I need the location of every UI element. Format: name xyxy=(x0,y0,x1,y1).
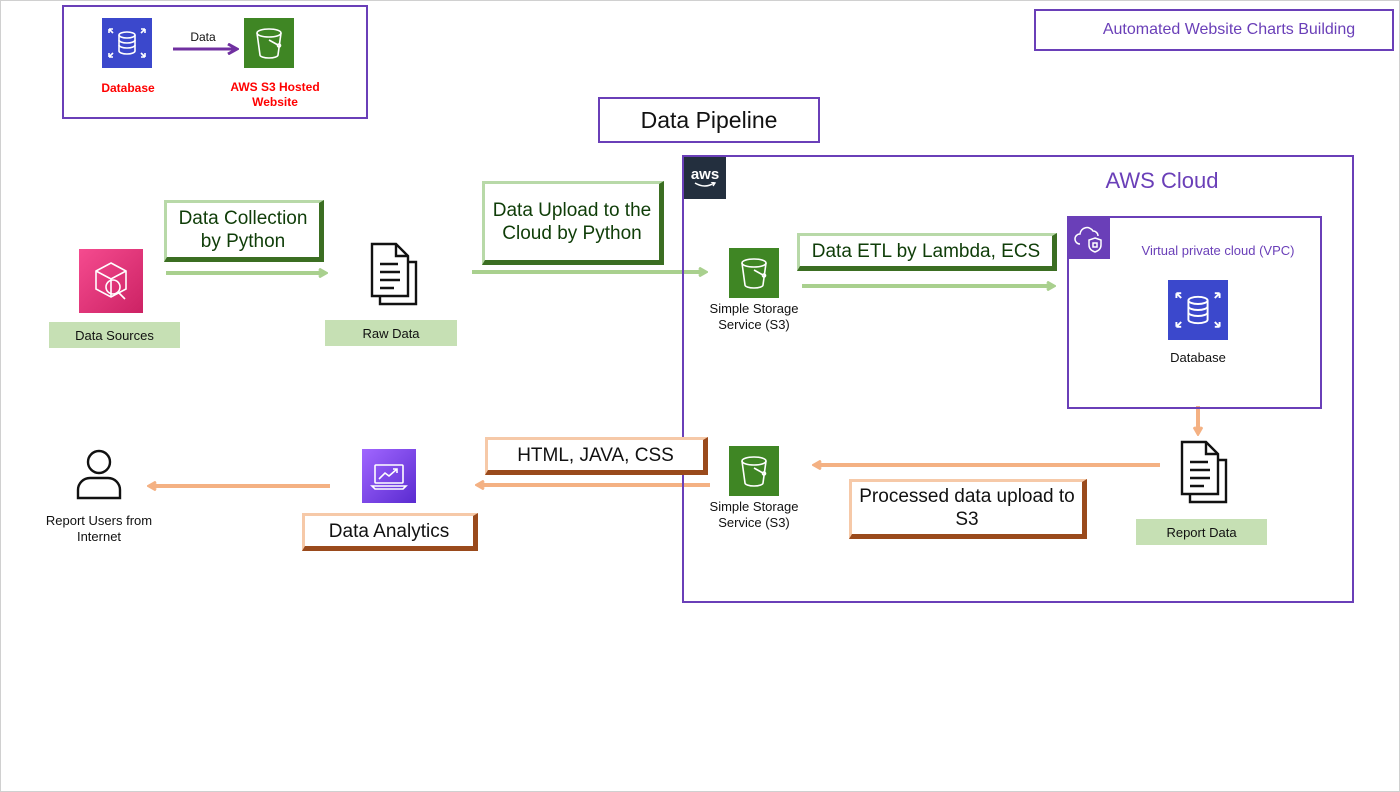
title-box: Data Pipeline xyxy=(598,97,820,143)
aws-logo-icon: aws xyxy=(684,157,726,199)
callout-data-analytics: Data Analytics xyxy=(302,513,478,551)
vpc-title: Virtual private cloud (VPC) xyxy=(1141,243,1295,258)
callout-data-collection: Data Collection by Python xyxy=(164,200,324,262)
aws-cloud-group xyxy=(682,155,1354,603)
report-data-document-icon xyxy=(1174,438,1234,508)
report-users-label: Report Users from Internet xyxy=(45,513,153,544)
callout-processed-upload: Processed data upload to S3 xyxy=(849,479,1087,539)
legend-database-label: Database xyxy=(101,81,155,95)
vpc-database-icon xyxy=(1168,280,1228,340)
s3-bottom-label: Simple Storage Service (S3) xyxy=(709,499,799,530)
s3-top-label: Simple Storage Service (S3) xyxy=(709,301,799,332)
page-title: Data Pipeline xyxy=(640,106,778,133)
analytics-icon xyxy=(362,449,416,503)
legend-website-label: AWS S3 Hosted Website xyxy=(230,80,320,109)
s3-top-icon xyxy=(729,248,779,298)
vpc-group xyxy=(1067,216,1322,409)
callout-html-java-css: HTML, JAVA, CSS xyxy=(485,437,708,475)
legend-box xyxy=(62,5,368,119)
s3-bucket-icon xyxy=(244,18,294,68)
subtitle-box: Automated Website Charts Building xyxy=(1034,9,1394,51)
subtitle-text: Automated Website Charts Building xyxy=(1102,21,1356,38)
report-data-label: Report Data xyxy=(1136,519,1267,545)
database-icon xyxy=(102,18,152,68)
s3-bottom-icon xyxy=(729,446,779,496)
aws-cloud-title: AWS Cloud xyxy=(1105,168,1219,193)
data-sources-icon xyxy=(79,249,143,313)
raw-data-label: Raw Data xyxy=(325,320,457,346)
callout-data-etl: Data ETL by Lambda, ECS xyxy=(797,233,1057,271)
callout-data-upload: Data Upload to the Cloud by Python xyxy=(482,181,664,265)
legend-arrow-label: Data xyxy=(190,30,216,44)
data-sources-label: Data Sources xyxy=(49,322,180,348)
user-icon xyxy=(74,446,124,500)
vpc-cloud-icon xyxy=(1068,217,1110,259)
vpc-database-label: Database xyxy=(1170,350,1226,365)
raw-data-document-icon xyxy=(364,240,424,310)
